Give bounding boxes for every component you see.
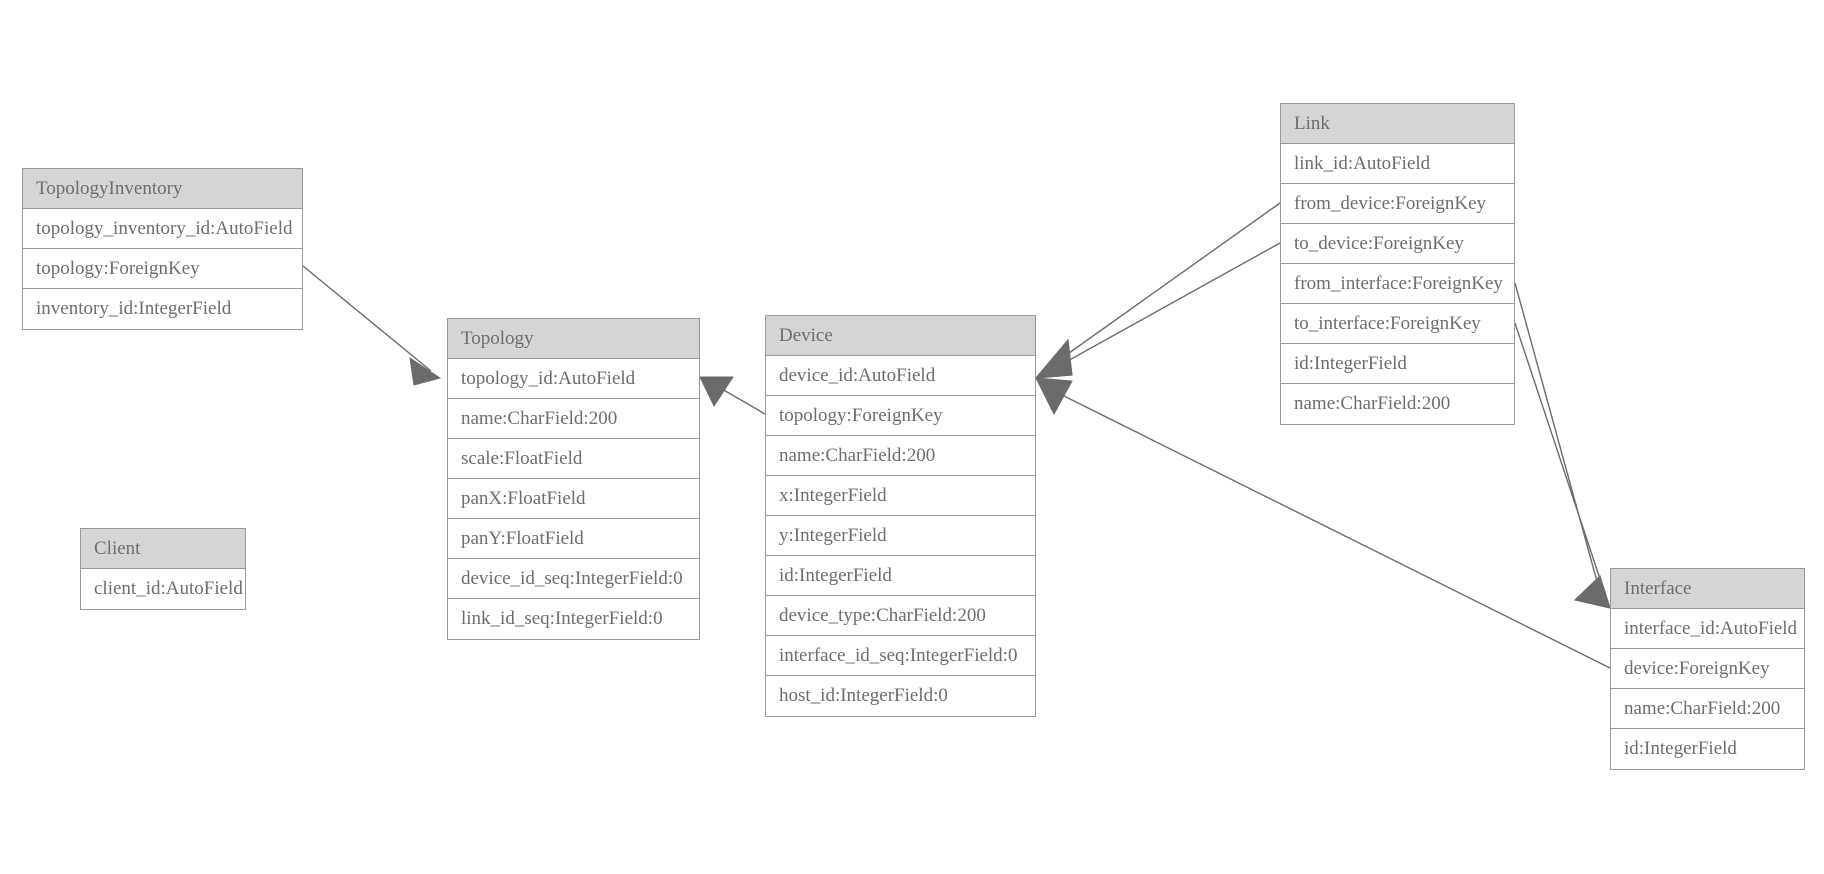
field-row[interactable]: from_device:ForeignKey — [1281, 184, 1514, 224]
field-row[interactable]: topology_id:AutoField — [448, 359, 699, 399]
relation-arrowhead — [1034, 338, 1073, 379]
relation-topologyinventory-topology — [302, 265, 442, 386]
relation-arrowhead — [409, 356, 442, 386]
field-row[interactable]: name:CharField:200 — [1611, 689, 1804, 729]
field-row[interactable]: name:CharField:200 — [448, 399, 699, 439]
field-row[interactable]: client_id:AutoField — [94, 578, 243, 599]
field-row[interactable]: name:CharField:200 — [766, 436, 1035, 476]
relation-arrowhead — [1034, 338, 1073, 379]
relation-arrowhead — [1035, 377, 1073, 416]
field-row[interactable]: topology_inventory_id:AutoField — [23, 209, 302, 249]
field-row[interactable]: panX:FloatField — [448, 479, 699, 519]
relation-link-from-interface — [1514, 282, 1611, 609]
field-row[interactable]: id:IntegerField — [1281, 344, 1514, 384]
entity-title-device: Device — [766, 316, 1035, 356]
field-row[interactable]: device_type:CharField:200 — [766, 596, 1035, 636]
relation-line — [714, 384, 766, 415]
field-row[interactable]: from_interface:ForeignKey — [1281, 264, 1514, 304]
entity-title-client: Client — [81, 529, 245, 569]
field-row[interactable]: panY:FloatField — [448, 519, 699, 559]
relation-line — [302, 265, 432, 372]
relation-line — [1514, 282, 1599, 586]
field-row[interactable]: link_id_seq:IntegerField:0 — [461, 608, 663, 629]
relation-line — [1514, 322, 1604, 589]
field-row[interactable]: topology:ForeignKey — [23, 249, 302, 289]
field-row[interactable]: device_id:AutoField — [766, 356, 1035, 396]
field-row[interactable]: to_device:ForeignKey — [1281, 224, 1514, 264]
relation-line — [1057, 392, 1611, 669]
relation-line — [1054, 242, 1281, 369]
entity-title-link: Link — [1281, 104, 1514, 144]
relation-arrowhead — [699, 376, 734, 408]
relation-line — [1054, 202, 1281, 364]
field-row[interactable]: scale:FloatField — [448, 439, 699, 479]
entity-title-topologyinventory: TopologyInventory — [23, 169, 302, 209]
entity-title-interface: Interface — [1611, 569, 1804, 609]
entity-client[interactable]: Client client_id:AutoField — [80, 528, 246, 610]
field-row[interactable]: interface_id:AutoField — [1611, 609, 1804, 649]
relation-link-from-device — [1034, 202, 1281, 379]
field-row[interactable]: id:IntegerField — [1624, 738, 1737, 759]
field-row[interactable]: device:ForeignKey — [1611, 649, 1804, 689]
field-row[interactable]: x:IntegerField — [766, 476, 1035, 516]
field-row[interactable]: name:CharField:200 — [1294, 393, 1451, 414]
relation-arrowhead — [1573, 575, 1611, 609]
relation-link-to-interface — [1514, 322, 1611, 609]
relation-link-to-device — [1034, 242, 1281, 379]
relation-device-topology — [699, 376, 766, 415]
field-row[interactable]: y:IntegerField — [766, 516, 1035, 556]
field-row[interactable]: topology:ForeignKey — [766, 396, 1035, 436]
field-row[interactable]: link_id:AutoField — [1281, 144, 1514, 184]
field-row[interactable]: inventory_id:IntegerField — [36, 298, 232, 319]
field-row[interactable]: device_id_seq:IntegerField:0 — [448, 559, 699, 599]
entity-title-topology: Topology — [448, 319, 699, 359]
relation-arrowhead — [1573, 575, 1611, 609]
entity-fields-client: client_id:AutoField — [81, 569, 245, 609]
field-row[interactable]: to_interface:ForeignKey — [1281, 304, 1514, 344]
field-row[interactable]: interface_id_seq:IntegerField:0 — [766, 636, 1035, 676]
field-row[interactable]: host_id:IntegerField:0 — [779, 685, 948, 706]
field-row[interactable]: id:IntegerField — [766, 556, 1035, 596]
